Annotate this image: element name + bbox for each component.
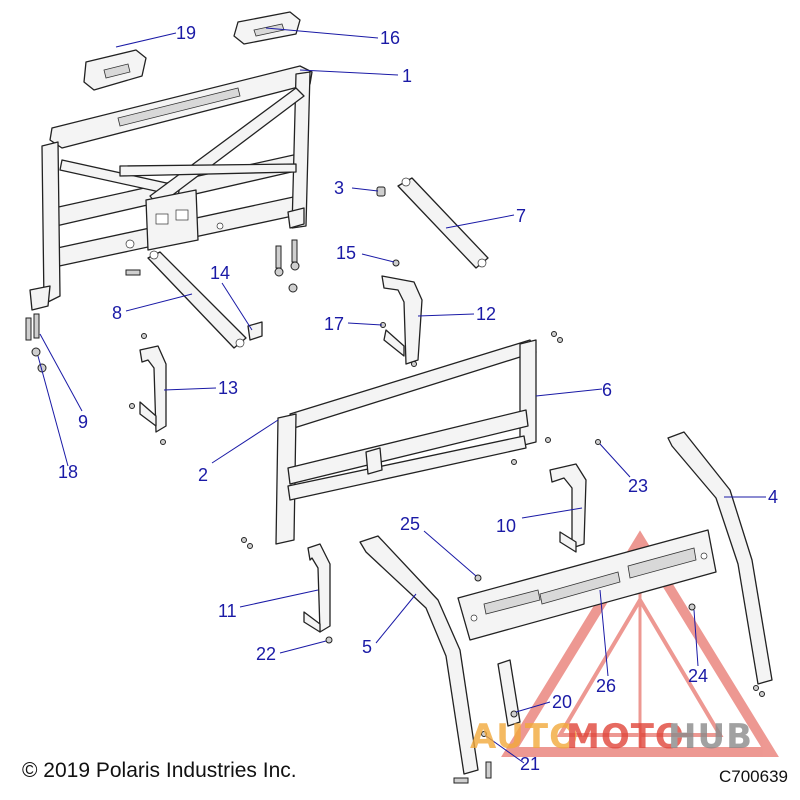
- fastener-21: [481, 731, 487, 737]
- callout-26: 26: [596, 676, 616, 696]
- callout-9: 9: [78, 412, 88, 432]
- figure-id: C700639: [718, 767, 788, 786]
- callout-2: 2: [198, 465, 208, 485]
- callout-21: 21: [520, 754, 540, 774]
- handle-12: [381, 275, 423, 365]
- leader-lines: [37, 27, 766, 764]
- fastener-25: [474, 574, 482, 582]
- nut-18: [31, 347, 47, 373]
- handle-10: [549, 463, 587, 553]
- bracket-14: [247, 321, 263, 341]
- bolt-9: [25, 313, 40, 341]
- callout-10: 10: [496, 516, 516, 536]
- frame-1: [29, 65, 313, 311]
- copyright-notice: © 2019 Polaris Industries Inc.: [22, 759, 297, 782]
- post-4: [667, 431, 773, 697]
- callout-17: 17: [324, 314, 344, 334]
- handle-11: [303, 543, 331, 633]
- handle-13: [129, 333, 167, 445]
- watermark-text: AUTO MOTO HUB: [470, 717, 753, 757]
- strut-7: [397, 177, 489, 269]
- cover-19: [83, 49, 147, 91]
- callout-5: 5: [362, 637, 372, 657]
- panel-26: [457, 529, 717, 641]
- frame-6: [241, 331, 563, 549]
- callout-16: 16: [380, 28, 400, 48]
- strut-8: [147, 250, 247, 349]
- callout-1: 1: [402, 66, 412, 86]
- fastener-24: [688, 603, 696, 611]
- callout-20: 20: [552, 692, 572, 712]
- callout-7: 7: [516, 206, 526, 226]
- fastener-15: [392, 259, 400, 267]
- callout-11: 11: [218, 601, 237, 621]
- callout-24: 24: [688, 666, 708, 686]
- callout-18: 18: [58, 462, 78, 482]
- callout-12: 12: [476, 304, 496, 324]
- callout-4: 4: [768, 487, 778, 507]
- callout-6: 6: [602, 380, 612, 400]
- callout-3: 3: [334, 178, 344, 198]
- callout-23: 23: [628, 476, 648, 496]
- watermark-hub: HUB: [668, 717, 753, 757]
- post-5: [359, 535, 492, 784]
- callout-labels: 1 2 3 4 5 6 7 8 9 10 11 12 13 14 15 16 1…: [58, 23, 778, 774]
- callout-22: 22: [256, 644, 276, 664]
- callout-19: 19: [176, 23, 196, 43]
- watermark-moto: MOTO: [566, 717, 685, 757]
- callout-15: 15: [336, 243, 356, 263]
- bolts-center: [125, 239, 300, 293]
- callout-25: 25: [400, 514, 420, 534]
- fastener-3: [376, 186, 386, 197]
- callout-14: 14: [210, 263, 230, 283]
- fastener-22: [325, 636, 333, 644]
- watermark-auto: AUTO: [470, 717, 579, 757]
- bracket-20: [497, 659, 521, 727]
- callout-13: 13: [218, 378, 238, 398]
- callout-8: 8: [112, 303, 122, 323]
- fastener-23: [595, 439, 601, 445]
